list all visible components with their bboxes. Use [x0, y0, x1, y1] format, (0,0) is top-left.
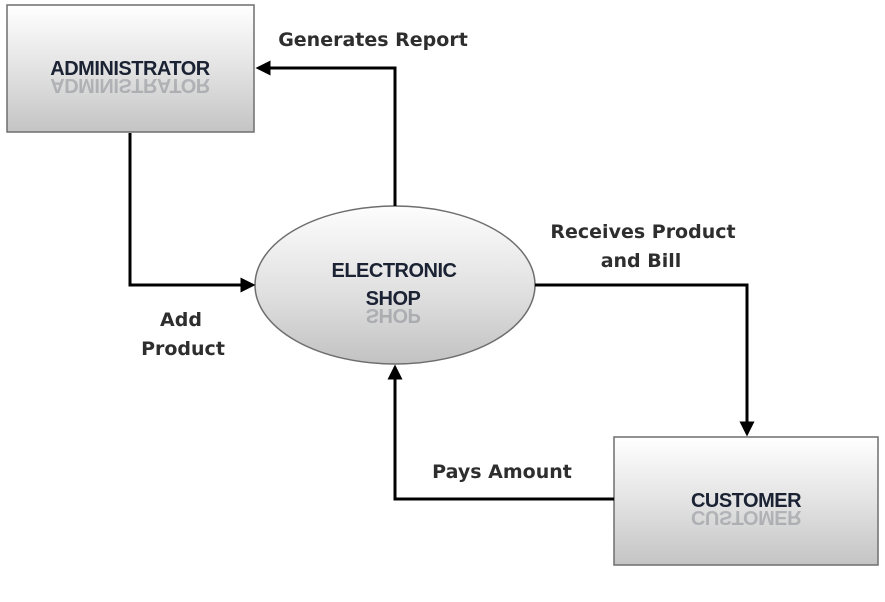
- pays-amount-arrow: [387, 364, 614, 501]
- administrator-box: [6, 4, 255, 133]
- process-label-line2: SHOP: [366, 288, 421, 310]
- process-ellipse: [254, 205, 536, 365]
- add-product-arrow: [128, 133, 256, 293]
- electronic-shop-process: ELECTRONIC SHOP SHOP: [254, 205, 536, 365]
- customer-box: [613, 436, 879, 566]
- administrator-entity: ADMINISTRATOR ADMINISTRATOR: [6, 4, 255, 133]
- customer-label: CUSTOMER: [691, 490, 802, 512]
- process-label-line1: ELECTRONIC: [332, 260, 457, 282]
- generates-report-arrow: [255, 60, 397, 206]
- generates-report-label: Generates Report: [278, 29, 468, 51]
- receives-product-arrow: [535, 283, 755, 437]
- process-label-reflection: SHOP: [366, 304, 421, 326]
- receives-product-label-line1: Receives Product: [550, 221, 735, 243]
- administrator-label: ADMINISTRATOR: [50, 58, 210, 80]
- flow-add-product: Add Product: [128, 133, 256, 360]
- customer-entity: CUSTOMER CUSTOMER: [613, 436, 879, 566]
- pays-amount-label: Pays Amount: [432, 461, 572, 483]
- customer-label-reflection: CUSTOMER: [691, 506, 802, 528]
- administrator-label-reflection: ADMINISTRATOR: [50, 74, 210, 96]
- flow-pays-amount: Pays Amount: [387, 364, 614, 501]
- flow-generates-report: Generates Report: [255, 29, 468, 206]
- add-product-label-line2: Product: [141, 338, 225, 360]
- flow-receives-product: Receives Product and Bill: [535, 221, 755, 437]
- add-product-label-line1: Add: [160, 309, 202, 331]
- receives-product-label-line2: and Bill: [601, 250, 682, 272]
